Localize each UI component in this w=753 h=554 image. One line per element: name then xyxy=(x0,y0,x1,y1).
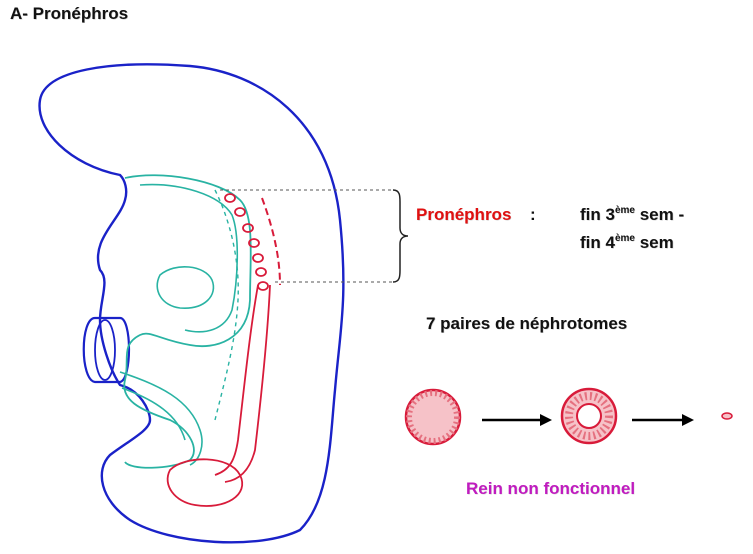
nephrotomes xyxy=(224,193,269,291)
timing-line-1-prefix: fin 3 xyxy=(580,205,615,224)
embryo-outline xyxy=(38,63,345,544)
arrow-1-head xyxy=(540,414,552,426)
vitelline-opening xyxy=(94,319,116,381)
non-functional-text: Rein non fonctionnel xyxy=(466,479,636,498)
timing-line-1-suffix: sem - xyxy=(634,205,685,224)
neural-tube-inner xyxy=(139,183,239,333)
neural-tube-outer xyxy=(123,174,252,469)
timing-line-2-sup: ème xyxy=(614,233,635,244)
cloaca xyxy=(166,458,243,507)
somite-ridge xyxy=(214,189,239,421)
nephrotome-remnant xyxy=(721,412,733,420)
gut-tube xyxy=(119,371,203,466)
timing-line-1-sup: ème xyxy=(614,205,635,216)
nephric-duct xyxy=(214,284,271,483)
timing-line-2-suffix: sem xyxy=(634,233,674,252)
nephrotome-solid-texture xyxy=(406,390,460,444)
label-colon: : xyxy=(530,205,536,224)
nephrotome-ring-lumen xyxy=(576,403,602,429)
nephrotome-pairs-text: 7 paires de néphrotomes xyxy=(426,314,628,333)
brain-vesicle xyxy=(156,265,215,309)
pronephros-label: Pronéphros xyxy=(416,205,512,224)
timing-line-1: fin 3ème sem - xyxy=(580,205,684,225)
nephric-duct-dashed xyxy=(261,197,281,286)
curly-brace xyxy=(392,189,409,283)
timing-line-2-prefix: fin 4 xyxy=(580,233,615,252)
timing-line-2: fin 4ème sem xyxy=(580,233,674,253)
nephrotome-ring-texture xyxy=(565,392,613,440)
arrow-2-head xyxy=(682,414,694,426)
vitelline-stalk xyxy=(82,316,131,384)
page-title: A- Pronéphros xyxy=(10,4,129,23)
